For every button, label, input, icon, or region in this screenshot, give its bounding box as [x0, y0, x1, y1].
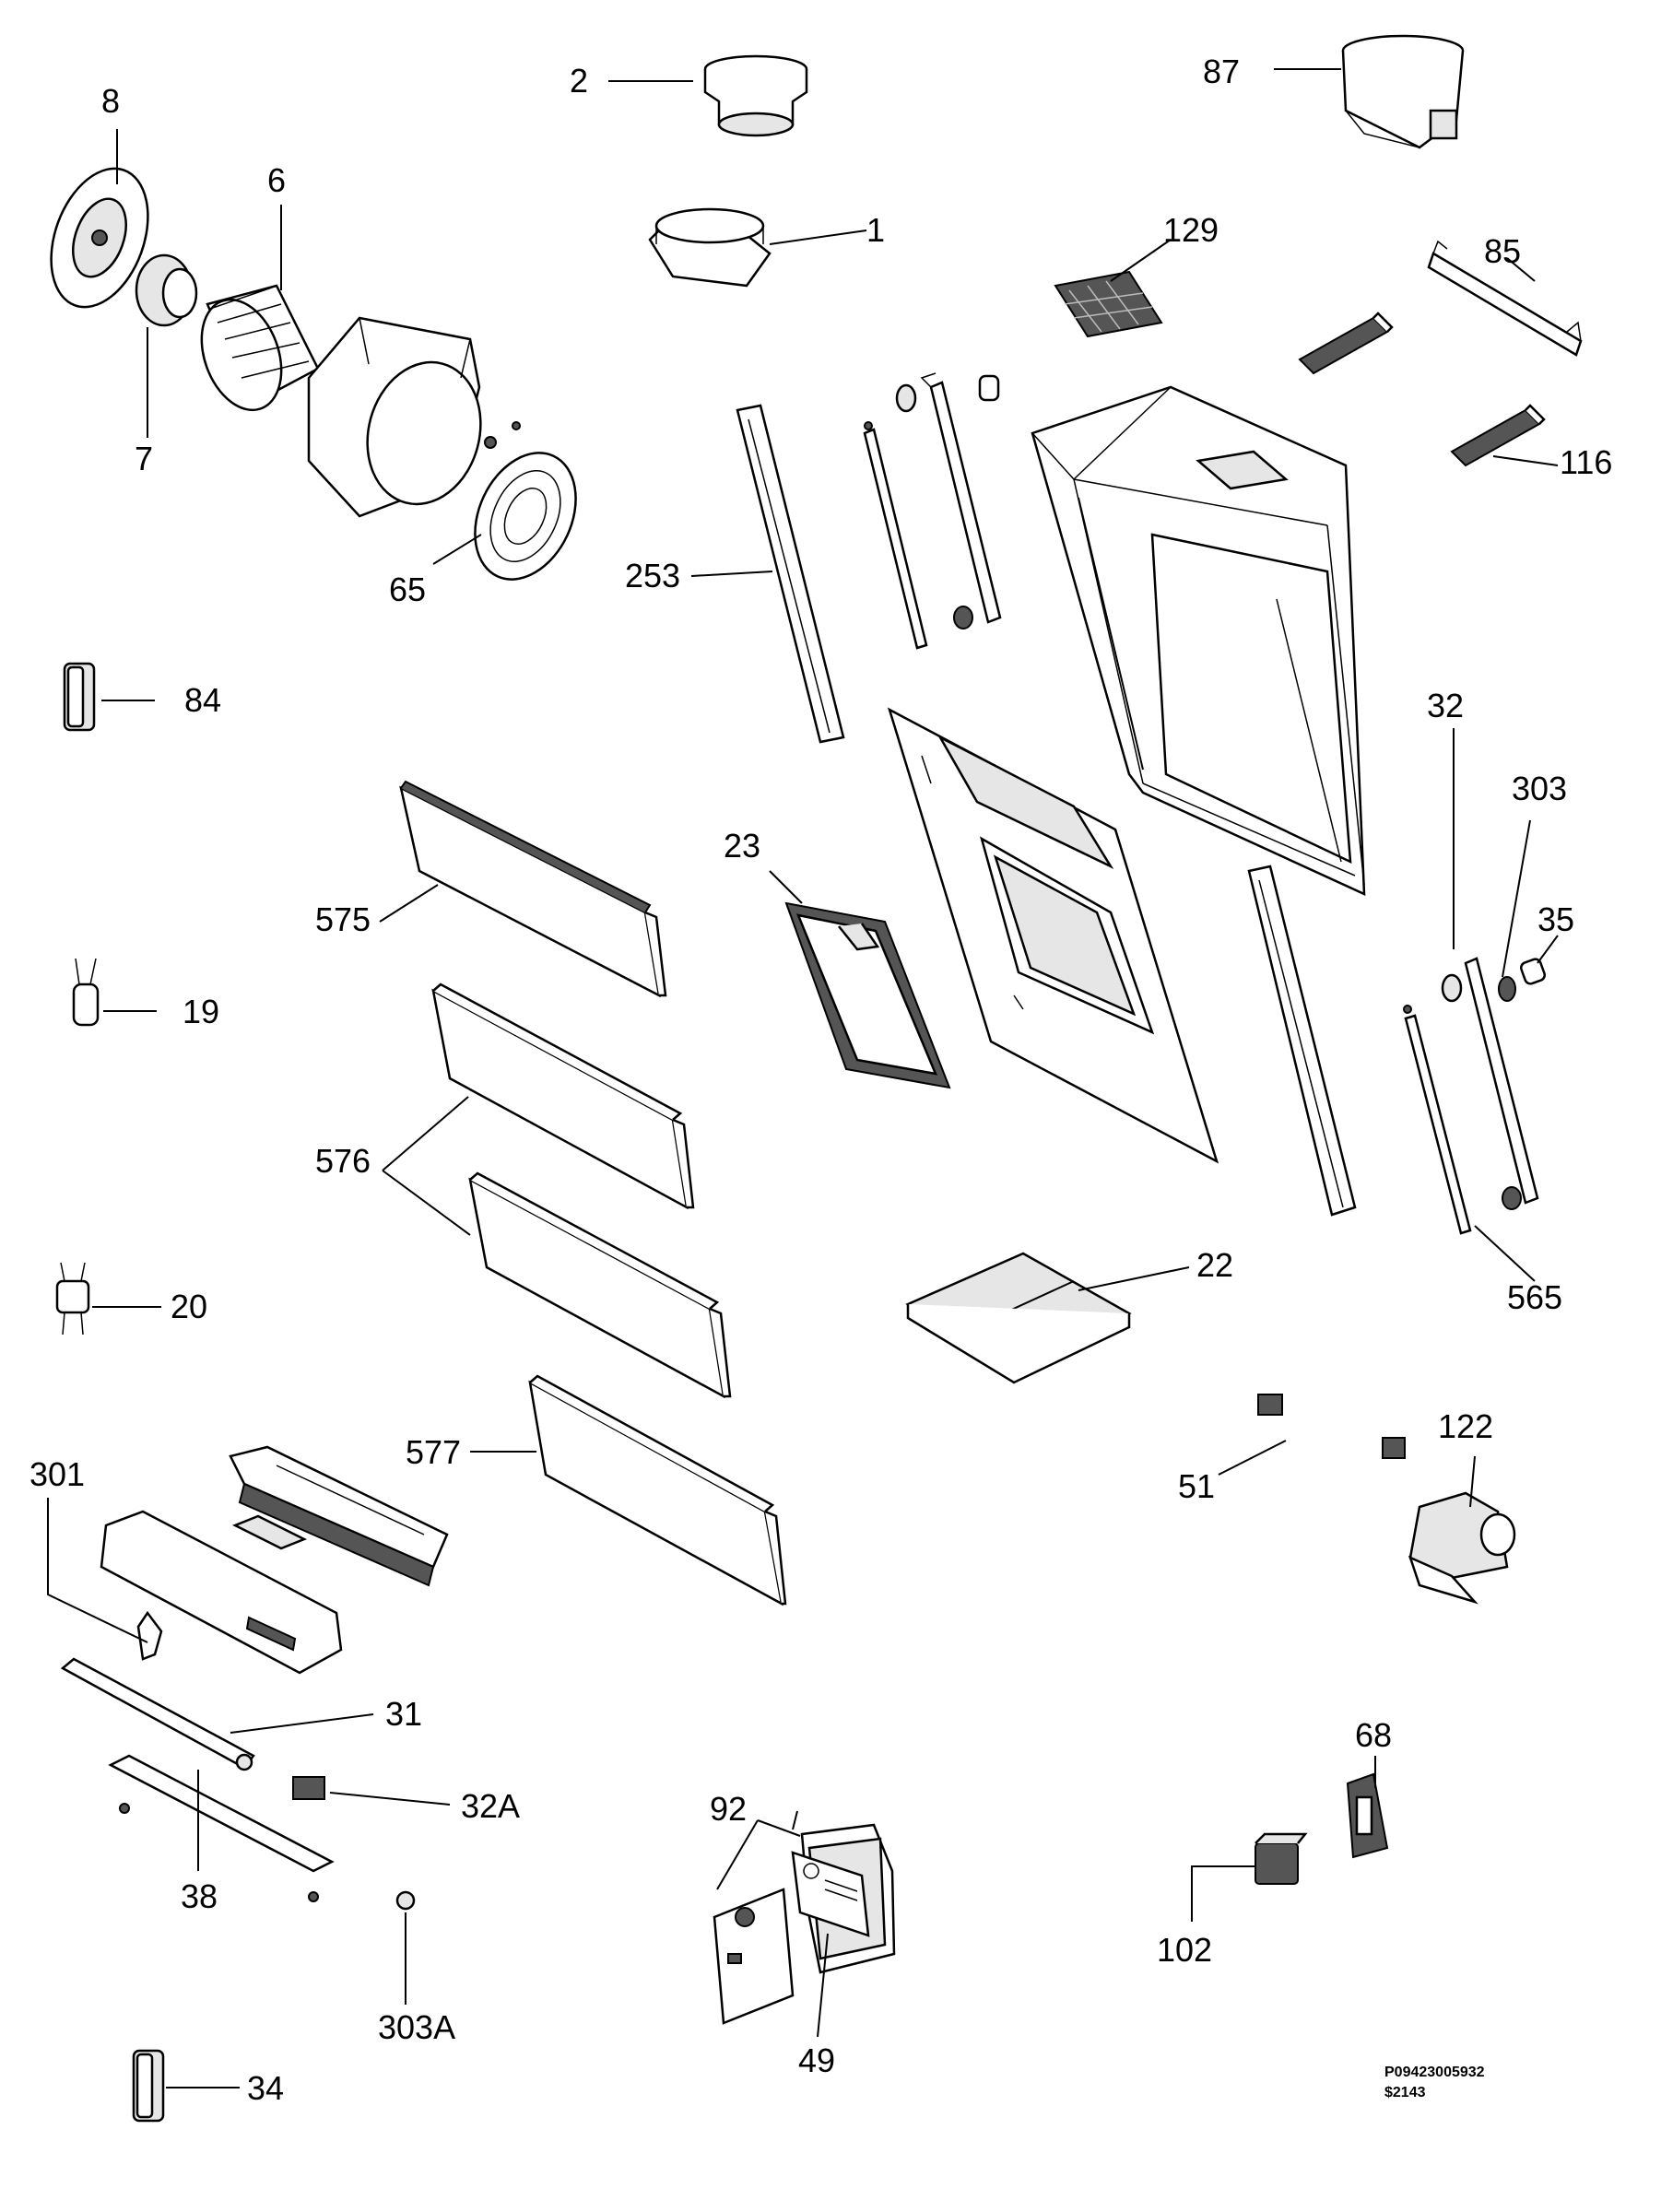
part-19-capacitor: [72, 958, 100, 1027]
label-8: 8: [101, 82, 120, 120]
part-35-end-cap: [1519, 958, 1547, 985]
part-303A-clip: [395, 1890, 416, 1911]
part-575-panel: [399, 780, 667, 998]
label-35: 35: [1537, 900, 1574, 938]
label-253: 253: [625, 557, 680, 594]
revision-code: $2143: [1384, 2085, 1426, 2100]
part-85-rail: [1427, 240, 1583, 357]
label-23: 23: [724, 827, 760, 865]
part-576-panel-a: [431, 982, 695, 1210]
part-lamp-housing-upper: [229, 1445, 449, 1587]
part-68-lamp-bracket: [1346, 1772, 1389, 1859]
label-49: 49: [798, 2041, 835, 2079]
label-7: 7: [135, 440, 153, 477]
part-577-panel: [528, 1374, 787, 1606]
label-19: 19: [183, 993, 219, 1030]
label-34: 34: [247, 2069, 284, 2107]
label-32A: 32A: [461, 1787, 520, 1825]
part-129-filter-pad: [1054, 270, 1163, 338]
part-32A-lamp-socket: [292, 1776, 325, 1800]
part-20-capacitor: [55, 1262, 90, 1335]
label-51: 51: [1178, 1467, 1215, 1505]
part-7-motor: [135, 253, 198, 327]
label-577: 577: [406, 1433, 461, 1471]
label-85: 85: [1484, 232, 1521, 270]
part-front-panel: [887, 707, 1219, 1164]
part-87-air-outlet: [1341, 34, 1465, 149]
drawing-number: P09423005932: [1384, 2065, 1485, 2080]
part-upper-rails: [863, 372, 1002, 650]
part-102-transformer: [1255, 1832, 1308, 1885]
part-301-clip: [136, 1610, 163, 1661]
label-2: 2: [570, 62, 588, 100]
callout-labels: 8 6 7 65 2 1 87 129 85 116 253 84 32 303…: [29, 53, 1612, 2107]
label-1: 1: [866, 211, 885, 249]
label-6: 6: [267, 161, 286, 199]
label-68: 68: [1355, 1716, 1392, 1754]
label-301: 301: [29, 1455, 85, 1493]
drawing-code: P09423005932 $2143: [1384, 2065, 1485, 2100]
label-102: 102: [1157, 1931, 1212, 1969]
label-575: 575: [315, 900, 371, 938]
part-576-panel-b: [468, 1171, 732, 1399]
label-38: 38: [181, 1877, 218, 1915]
part-bracket-small: [231, 1514, 308, 1550]
label-122: 122: [1438, 1407, 1493, 1445]
part-303-clip: [1498, 976, 1516, 1002]
leader-lines: [47, 68, 1559, 2088]
part-2-duct-adaptor: [703, 54, 808, 137]
label-87: 87: [1203, 53, 1240, 90]
part-253-side-strip-left: [736, 404, 845, 744]
label-31: 31: [385, 1695, 422, 1733]
label-303A: 303A: [378, 2008, 455, 2046]
part-49-label-plate: [791, 1851, 870, 1937]
label-20: 20: [171, 1288, 207, 1325]
label-22: 22: [1196, 1246, 1233, 1284]
part-31-lamp-tube: [60, 1657, 255, 1771]
part-122-switch-unit: [1408, 1491, 1516, 1605]
part-116-bracket-upper: [1298, 312, 1394, 375]
label-32: 32: [1427, 687, 1464, 724]
label-65: 65: [389, 571, 426, 608]
label-92: 92: [710, 1790, 747, 1828]
label-565: 565: [1507, 1278, 1562, 1316]
part-main-hood-housing: [1031, 385, 1366, 896]
part-84-lamp-cover: [63, 662, 96, 732]
part-65-inlet-grille: [474, 421, 577, 581]
label-84: 84: [184, 681, 221, 719]
part-1-collar: [648, 207, 772, 288]
part-565-lower-rails: [1403, 957, 1539, 1235]
part-22-filter-mat: [905, 1252, 1132, 1384]
part-23-grease-filter: [784, 901, 951, 1089]
part-51-wiring-harness: [1257, 1394, 1406, 1459]
part-8-motor-plate: [50, 167, 149, 309]
label-129: 129: [1163, 211, 1219, 249]
part-34-lamp-cover: [132, 2049, 165, 2123]
part-253-side-strip-right: [1247, 865, 1357, 1217]
label-303: 303: [1512, 770, 1567, 807]
label-576: 576: [315, 1142, 371, 1180]
part-6-fan-wheel: [200, 284, 320, 412]
part-92-control-board: [713, 1888, 795, 2025]
part-6-fan-housing: [307, 316, 482, 518]
part-116-bracket-lower: [1450, 404, 1546, 467]
part-38-lamp-plate: [108, 1754, 335, 1902]
part-lamp-housing-lower: [100, 1510, 343, 1675]
label-116: 116: [1560, 443, 1612, 481]
